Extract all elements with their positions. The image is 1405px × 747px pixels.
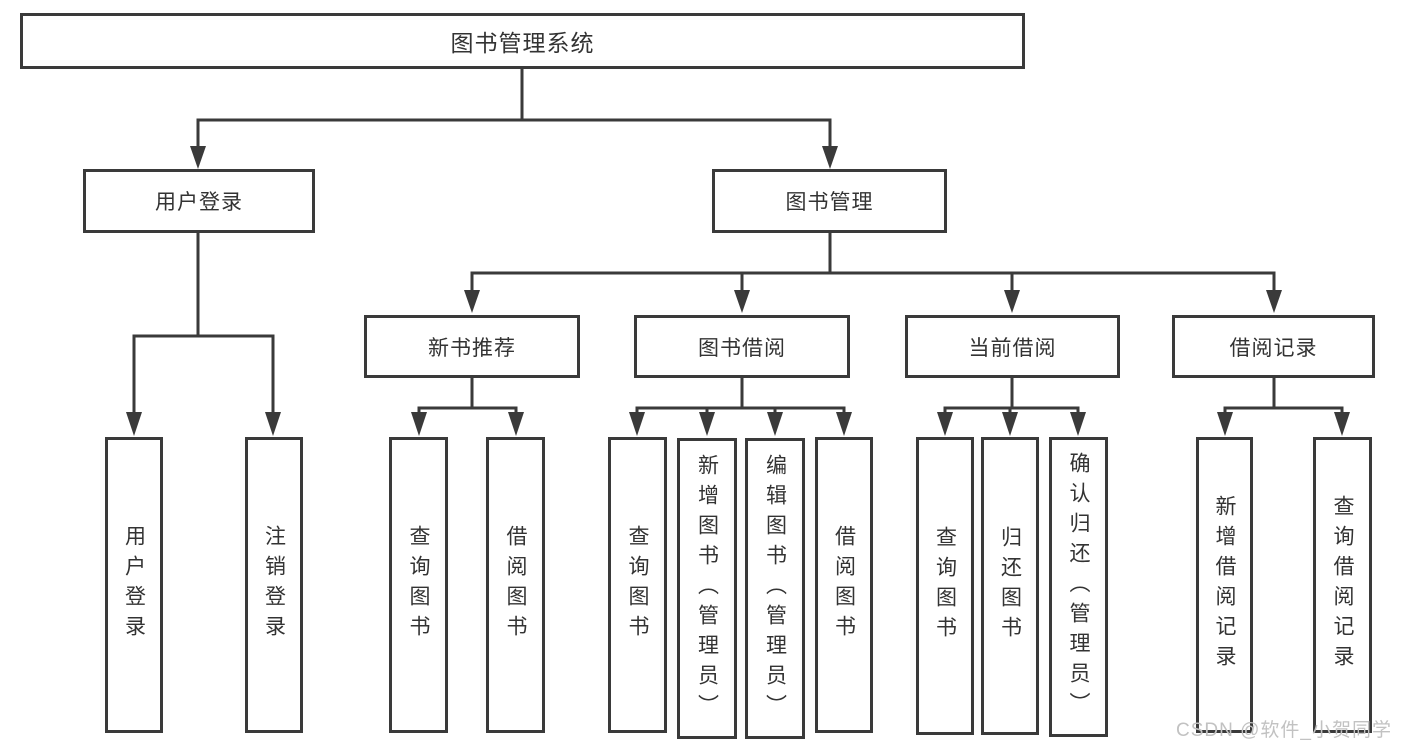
leaf-recommend-borrow-books: 借阅图书 (486, 437, 545, 733)
leaf-records-add-record: 新增借阅记录 (1196, 437, 1253, 733)
node-current-borrowing: 当前借阅 (905, 315, 1120, 378)
node-library-management-system: 图书管理系统 (20, 13, 1025, 69)
leaf-borrowing-add-books-admin: 新增图书（管理员） (677, 438, 737, 739)
leaf-borrowing-borrow-books: 借阅图书 (815, 437, 873, 733)
leaf-current-confirm-return-admin: 确认归还（管理员） (1049, 437, 1108, 737)
csdn-watermark: CSDN @软件_小贺同学 (1176, 720, 1392, 741)
node-borrowing-records: 借阅记录 (1172, 315, 1375, 378)
node-book-management: 图书管理 (712, 169, 947, 233)
leaf-current-return-books: 归还图书 (981, 437, 1039, 735)
leaf-records-query-record: 查询借阅记录 (1313, 437, 1372, 733)
node-book-borrowing: 图书借阅 (634, 315, 850, 378)
leaf-user-login: 用户登录 (105, 437, 163, 733)
node-new-book-recommend: 新书推荐 (364, 315, 580, 378)
leaf-current-query-books: 查询图书 (916, 437, 974, 735)
leaf-borrowing-edit-books-admin: 编辑图书（管理员） (745, 438, 805, 739)
leaf-borrowing-query-books: 查询图书 (608, 437, 667, 733)
leaf-recommend-query-books: 查询图书 (389, 437, 448, 733)
leaf-logout: 注销登录 (245, 437, 303, 733)
node-user-login: 用户登录 (83, 169, 315, 233)
